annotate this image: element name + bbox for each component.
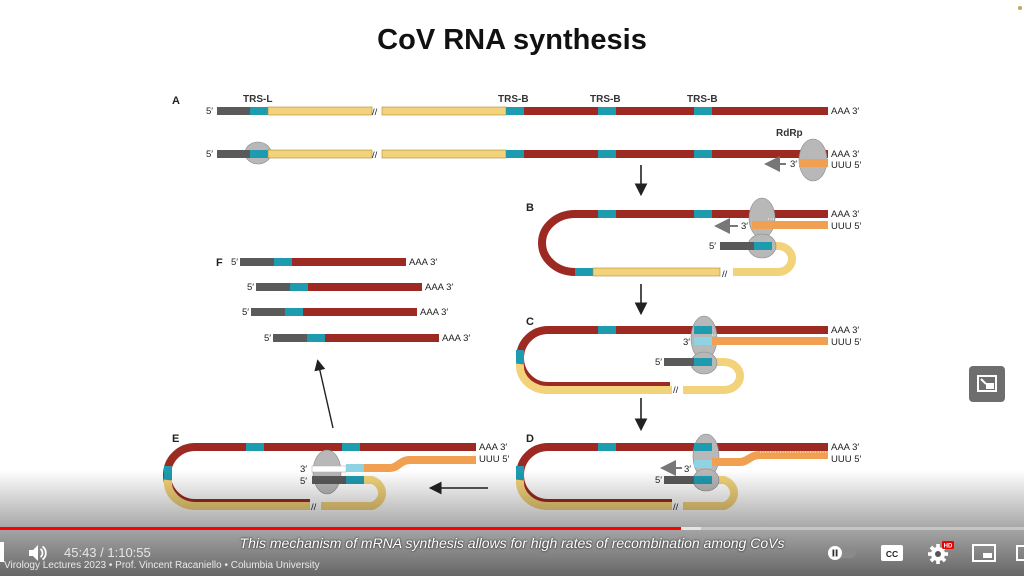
aaa-label: AAA 3′ <box>479 442 507 453</box>
panel-b: B // 5′ 3′ AAA 3′ UUU 5′ <box>526 197 862 280</box>
trs-b-label-2: TRS-B <box>590 94 621 105</box>
progress-loaded <box>681 527 701 530</box>
volume-icon <box>29 545 47 561</box>
rdrp-label: RdRp <box>776 128 803 139</box>
five-prime-label: 5′ <box>655 357 662 368</box>
panel-label-e: E <box>172 433 179 445</box>
hd-badge: HD <box>944 544 953 550</box>
aaa-label: AAA 3′ <box>831 442 859 453</box>
uuu-label: UUU 5′ <box>831 454 862 465</box>
aaa-label: AAA 3′ <box>420 307 448 318</box>
aaa-label: AAA 3′ <box>442 333 470 344</box>
progress-bar[interactable] <box>0 527 1024 530</box>
aaa-label: AAA 3′ <box>409 257 437 268</box>
autoplay-toggle[interactable] <box>826 544 858 567</box>
panel-label-d: D <box>526 433 534 445</box>
next-button-edge[interactable] <box>0 542 4 562</box>
break-mark: // <box>372 107 378 118</box>
autoplay-toggle-icon <box>828 546 856 560</box>
three-prime-label: 3′ <box>790 159 797 170</box>
miniplayer-icon <box>972 544 996 562</box>
theater-mode-icon <box>1016 545 1024 561</box>
panel-label-b: B <box>526 202 534 214</box>
miniplayer-button[interactable] <box>972 543 996 568</box>
trs-l-label: TRS-L <box>243 94 272 105</box>
five-prime-label: 5′ <box>206 149 213 160</box>
panel-label-f: F <box>216 257 223 269</box>
uuu-label: UUU 5′ <box>831 221 862 232</box>
break-mark: // <box>372 150 378 161</box>
time-display: 45:43 / 1:10:55 <box>64 545 151 560</box>
panel-a-genome: A 5′ // AAA 3′ TRS-L TRS-B TRS-B TRS-B <box>172 94 859 118</box>
aaa-label: AAA 3′ <box>831 149 859 160</box>
panel-c: C // 5′ 3′ AAA 3′ UUU 5′ <box>515 315 862 396</box>
miniplayer-expand-icon <box>977 375 997 392</box>
break-mark: // <box>722 269 728 280</box>
five-prime-label: 5′ <box>231 257 238 268</box>
volume-button[interactable] <box>26 542 48 569</box>
uuu-label: UUU 5′ <box>831 337 862 348</box>
uuu-label: UUU 5′ <box>831 160 862 171</box>
captions-button[interactable]: CC <box>880 543 904 568</box>
three-prime-label: 3′ <box>684 464 691 475</box>
trs-b-label-1: TRS-B <box>498 94 529 105</box>
miniplayer-expand-button[interactable] <box>969 366 1005 402</box>
five-prime-label: 5′ <box>264 333 271 344</box>
three-prime-label: 3′ <box>741 221 748 232</box>
panel-label-c: C <box>526 316 534 328</box>
slide-title: CoV RNA synthesis <box>377 24 647 56</box>
break-mark: // <box>673 385 679 396</box>
five-prime-label: 5′ <box>709 241 716 252</box>
aaa-label: AAA 3′ <box>831 106 859 117</box>
five-prime-label: 5′ <box>206 106 213 117</box>
aaa-label: AAA 3′ <box>831 325 859 336</box>
uuu-label: UUU 5′ <box>479 454 510 465</box>
three-prime-label: 3′ <box>683 337 690 348</box>
panel-label-a: A <box>172 95 180 107</box>
three-prime-label: 3′ <box>300 464 307 475</box>
cc-label: CC <box>886 549 898 559</box>
panel-a-initiation: 5′ // AAA 3′ UUU 5′ 3′ RdRp <box>206 128 862 182</box>
corner-dot <box>1018 6 1022 10</box>
five-prime-label: 5′ <box>242 307 249 318</box>
settings-gear-icon: HD <box>928 541 954 564</box>
aaa-label: AAA 3′ <box>425 282 453 293</box>
flow-arrow-e-f <box>314 359 334 429</box>
channel-info: Virology Lectures 2023 • Prof. Vincent R… <box>4 560 320 571</box>
theater-mode-button[interactable] <box>1016 543 1024 568</box>
five-prime-label: 5′ <box>247 282 254 293</box>
trs-b-label-3: TRS-B <box>687 94 718 105</box>
caption-text: This mechanism of mRNA synthesis allows … <box>239 535 785 551</box>
progress-played <box>0 527 681 530</box>
player-controls: 45:43 / 1:10:55 CC <box>0 532 1024 576</box>
panel-f: F 5′ AAA 3′ 5′ AAA 3′ 5′ AAA 3′ 5′ AAA 3… <box>216 257 470 344</box>
caption-window: This mechanism of mRNA synthesis allows … <box>0 535 1024 553</box>
captions-icon: CC <box>881 545 903 561</box>
aaa-label: AAA 3′ <box>831 209 859 220</box>
settings-button[interactable]: HD <box>926 541 954 570</box>
player-gradient <box>0 470 1024 576</box>
